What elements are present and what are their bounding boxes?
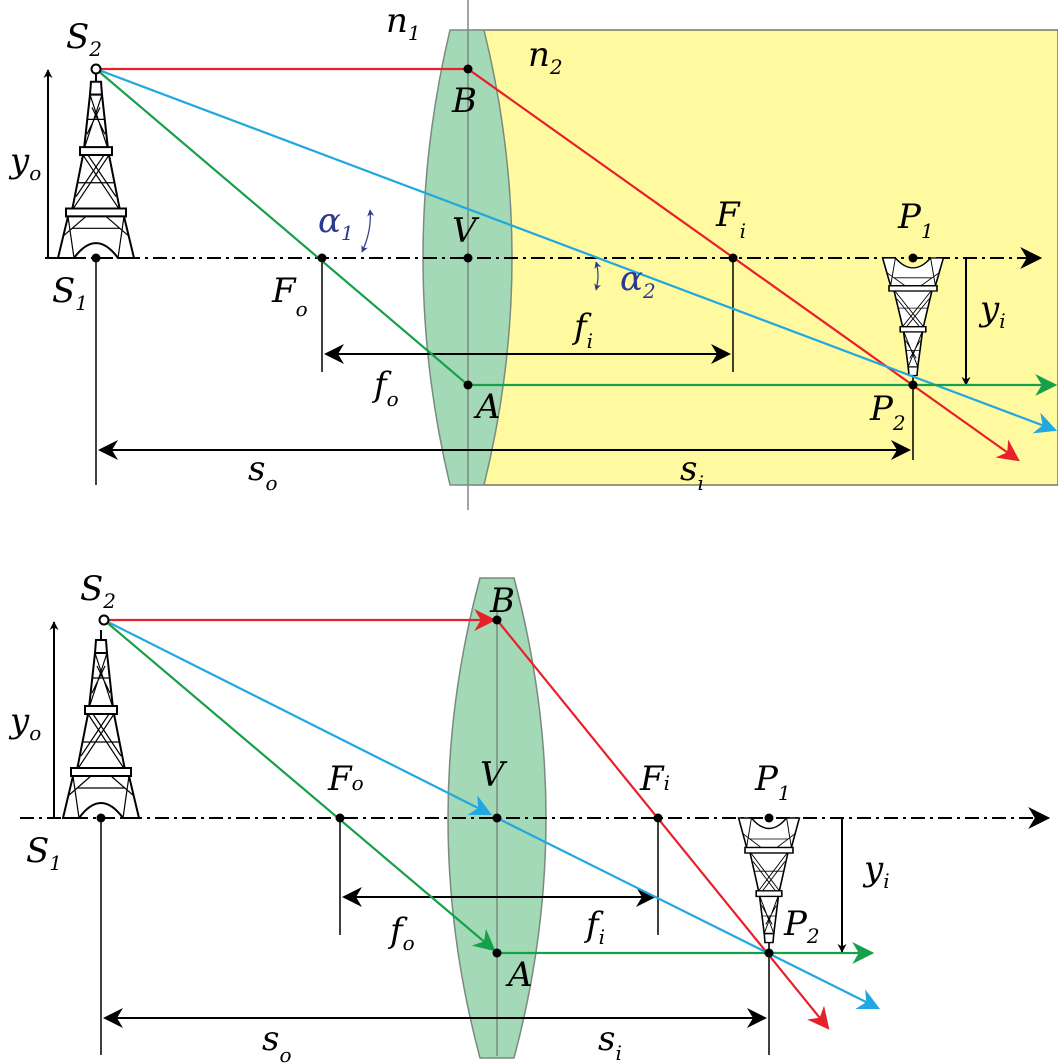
top-ray-chief [95, 67, 1058, 434]
bottom-label-yi: yi [862, 849, 890, 893]
bottom-label-yo: yo [8, 701, 41, 745]
top-label-Fi: Fi [715, 195, 746, 243]
bottom-label-Fi: Fi [639, 759, 670, 799]
bottom-label-so: so [262, 1019, 292, 1064]
top-label-V: V [452, 211, 480, 251]
top-object-eiffel-tower-icon [57, 70, 135, 259]
top-label-alpha1: α1 [318, 201, 354, 245]
bottom-object-eiffel-tower-icon [62, 629, 140, 819]
bottom-label-P2: P2 [783, 904, 820, 948]
top-label-n2: n2 [528, 35, 563, 79]
bottom-label-B: B [489, 581, 515, 621]
bottom-label-si: si [598, 1019, 622, 1064]
top-diagram: S2 S1 yo n1 n2 B V A α1 α2 Fo Fi fi fo P… [8, 0, 1058, 510]
bottom-label-S2: S2 [80, 569, 116, 613]
top-label-A: A [473, 387, 501, 427]
top-label-yo: yo [8, 141, 41, 185]
bottom-label-A: A [505, 955, 533, 995]
top-label-so: so [248, 449, 278, 495]
top-label-P1: P1 [897, 197, 934, 243]
bottom-label-P1: P1 [754, 759, 791, 805]
top-label-alpha2: α2 [620, 259, 656, 303]
top-label-si: si [680, 449, 704, 495]
top-label-S2: S2 [66, 17, 102, 61]
top-label-P2: P2 [869, 389, 906, 435]
top-label-S1: S1 [52, 271, 88, 315]
bottom-points [96, 614, 774, 958]
bottom-label-S1: S1 [26, 831, 62, 875]
top-label-fo: fo [371, 365, 399, 411]
bottom-diagram: S2 S1 yo B V A Fo Fi fo fi P1 P2 yi so s… [8, 569, 1051, 1064]
bottom-label-fo: fo [387, 911, 415, 955]
top-alpha1-arc [361, 209, 375, 253]
top-alpha2-arc [594, 261, 602, 291]
bottom-ray-focal-in [103, 619, 496, 952]
bottom-ray-chief-in [103, 619, 492, 815]
top-points [90, 63, 918, 390]
bottom-extension-lines [100, 818, 770, 1055]
top-label-n1: n1 [386, 1, 421, 45]
bottom-ray-parallel-out [496, 619, 830, 1030]
top-extension-lines [95, 258, 914, 485]
bottom-ray-chief-out [496, 817, 880, 1010]
top-label-B: B [451, 81, 477, 121]
bottom-label-Fo: Fo [327, 759, 364, 799]
bottom-label-fi: fi [583, 905, 605, 949]
top-label-yi: yi [978, 289, 1006, 333]
top-label-Fo: Fo [271, 271, 308, 321]
bottom-label-V: V [480, 755, 508, 795]
